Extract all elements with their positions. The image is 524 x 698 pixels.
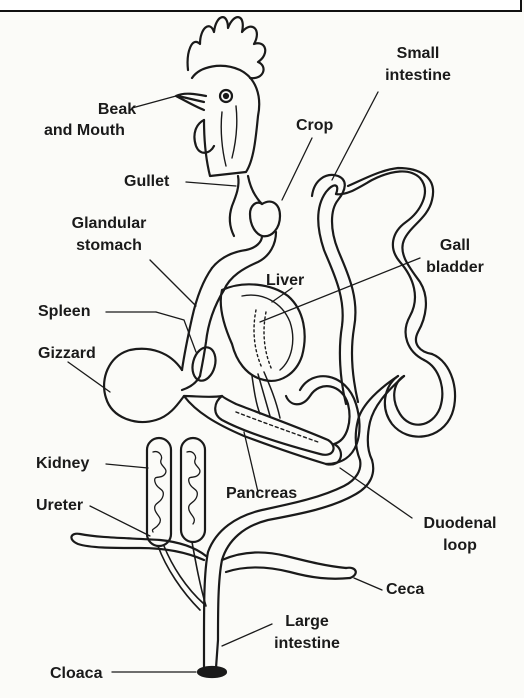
gall-bladder-label-line2: bladder bbox=[420, 258, 490, 277]
crop-label: Crop bbox=[296, 116, 333, 135]
pancreas-label: Pancreas bbox=[226, 484, 297, 503]
large-intestine-label-line2: intestine bbox=[262, 634, 352, 653]
small-intestine-label-line1: Small bbox=[368, 44, 468, 63]
beak-mouth-label: Beak bbox=[82, 100, 152, 119]
gizzard-shape bbox=[104, 349, 222, 422]
kidney-shape bbox=[147, 438, 205, 546]
ceca-label: Ceca bbox=[386, 580, 424, 599]
glandular-stomach-label-line2: stomach bbox=[54, 236, 164, 255]
cloaca-label: Cloaca bbox=[50, 664, 102, 683]
small-intestine-label-line2: intestine bbox=[368, 66, 468, 85]
kidney-label: Kidney bbox=[36, 454, 89, 473]
liver-label: Liver bbox=[266, 271, 304, 290]
beak-mouth-label-line2: and Mouth bbox=[44, 121, 125, 140]
glandular-stomach-shape bbox=[182, 268, 224, 376]
liver-shape bbox=[221, 284, 305, 381]
duodenal-loop-label-line1: Duodenal bbox=[410, 514, 510, 533]
gullet-label: Gullet bbox=[124, 172, 169, 191]
duodenal-loop-shape bbox=[184, 396, 341, 465]
rooster-head bbox=[176, 17, 265, 176]
large-intestine-label-line1: Large bbox=[262, 612, 352, 631]
ureter-label: Ureter bbox=[36, 496, 83, 515]
leader-lines bbox=[68, 92, 420, 672]
duodenal-loop-label-line2: loop bbox=[410, 536, 510, 555]
glandular-stomach-label-line1: Glandular bbox=[54, 214, 164, 233]
small-intestine-shape bbox=[286, 168, 455, 464]
spleen-label: Spleen bbox=[38, 302, 90, 321]
gall-bladder-label-line1: Gall bbox=[420, 236, 490, 255]
gizzard-label: Gizzard bbox=[38, 344, 96, 363]
